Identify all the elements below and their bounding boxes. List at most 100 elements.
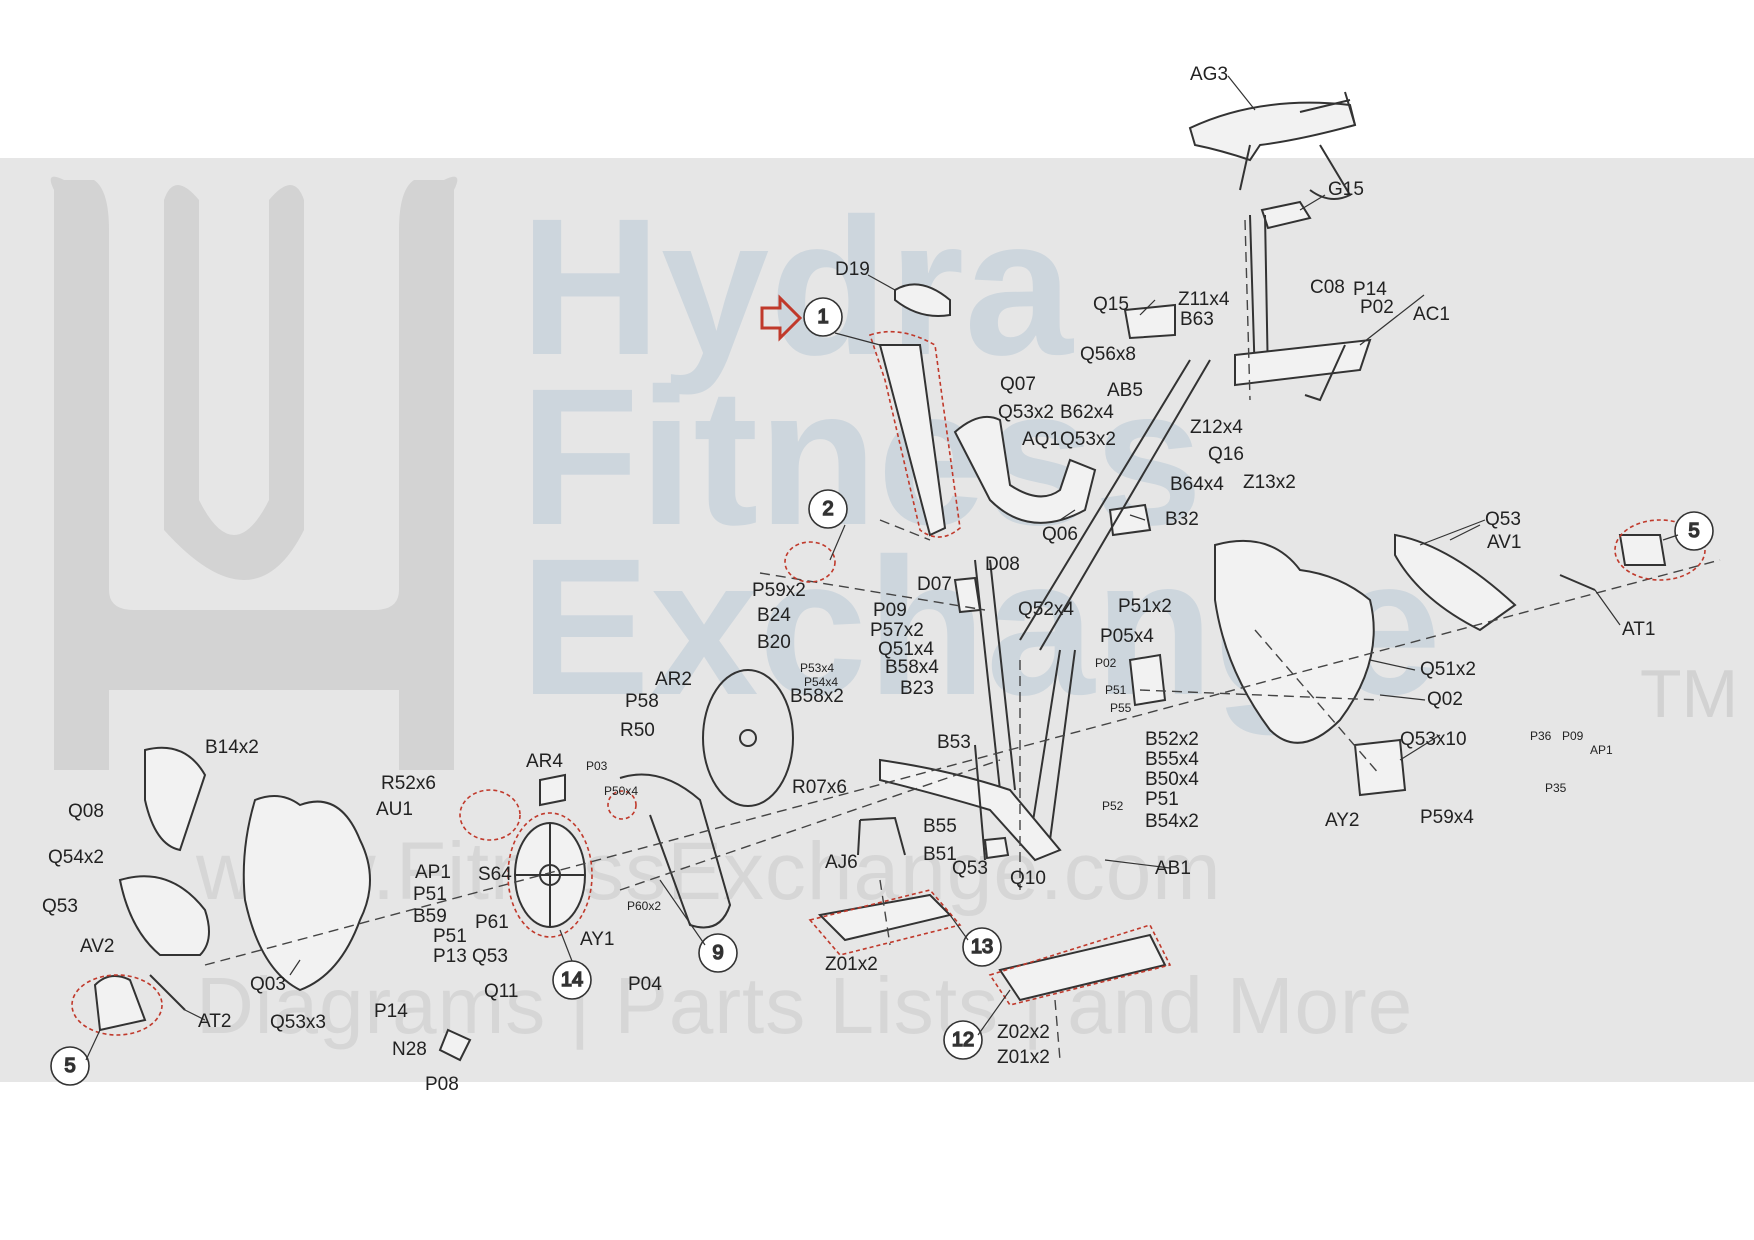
label-P59x2: P59x2	[752, 580, 806, 601]
label-Z12x4: Z12x4	[1190, 417, 1243, 438]
label-B59: B59	[413, 906, 447, 927]
label-R50: R50	[620, 720, 655, 741]
label-C08: C08	[1310, 277, 1345, 298]
label-B54x2: B54x2	[1145, 811, 1199, 832]
label-AR2: AR2	[655, 669, 692, 690]
label-Z01x2-front: Z01x2	[825, 954, 878, 975]
label-B55: B55	[923, 816, 957, 837]
label-AY1: AY1	[580, 929, 615, 950]
label-P14: P14	[1353, 279, 1387, 300]
label-Q51x4: Q51x4	[878, 639, 934, 660]
label-P09: P09	[873, 600, 907, 621]
label-Q51x2: Q51x2	[1420, 659, 1476, 680]
label-Z01x2-rear: Z01x2	[997, 1047, 1050, 1068]
callout-14: 14	[552, 960, 592, 1000]
leader-lines	[85, 75, 1679, 1061]
dashed-assembly-lines	[204, 219, 1721, 1061]
label-Q06: Q06	[1042, 524, 1078, 545]
svg-text:5: 5	[64, 1055, 75, 1077]
label-P51-lower: P51	[1145, 789, 1179, 810]
label-B20: B20	[757, 632, 791, 653]
callout-2: 2	[808, 489, 848, 529]
label-S64: S64	[478, 864, 512, 885]
label-AT2: AT2	[198, 1011, 231, 1032]
label-Q52x4: Q52x4	[1018, 599, 1074, 620]
label-AB1: AB1	[1155, 858, 1191, 879]
label-Z02x2: Z02x2	[997, 1022, 1050, 1043]
label-P03: P03	[586, 759, 608, 773]
label-N28: N28	[392, 1039, 427, 1060]
label-Q03: Q03	[250, 974, 286, 995]
label-Z13x2: Z13x2	[1243, 472, 1296, 493]
label-AC1: AC1	[1413, 304, 1450, 325]
label-Q53-bottom: Q53	[472, 946, 508, 967]
label-AP1-left: AP1	[415, 862, 451, 883]
label-B50x4: B50x4	[1145, 769, 1199, 790]
callout-5-left: 5	[50, 1046, 90, 1086]
label-AJ6: AJ6	[825, 852, 858, 873]
label-P35: P35	[1545, 781, 1567, 795]
label-P09-right: P09	[1562, 729, 1584, 743]
watermark-line-2: Fitness	[520, 348, 1203, 566]
label-P50x4: P50x4	[604, 784, 638, 798]
label-Q56x8: Q56x8	[1080, 344, 1136, 365]
svg-text:14: 14	[561, 969, 583, 991]
label-P13: P13	[433, 946, 467, 967]
label-B58x2: B58x2	[790, 686, 844, 707]
label-B53: B53	[937, 732, 971, 753]
label-AQ1: AQ1	[1022, 429, 1060, 450]
label-B23: B23	[900, 678, 934, 699]
label-B63: B63	[1180, 309, 1214, 330]
label-B14x2: B14x2	[205, 737, 259, 758]
label-AY2: AY2	[1325, 810, 1360, 831]
label-D19: D19	[835, 259, 870, 280]
label-P51-bottom: P51	[433, 926, 467, 947]
label-AV1: AV1	[1487, 532, 1522, 553]
parts-line-art	[93, 91, 1667, 1062]
svg-text:9: 9	[712, 942, 723, 964]
label-P53x4: P53x4	[800, 661, 834, 675]
label-R52x6: R52x6	[381, 773, 436, 794]
label-P02-mid: P02	[1095, 656, 1117, 670]
label-P51x2: P51x2	[1118, 596, 1172, 617]
label-B32: B32	[1165, 509, 1199, 530]
label-P57x2: P57x2	[870, 620, 924, 641]
label-P61: P61	[475, 912, 509, 933]
svg-text:2: 2	[822, 498, 833, 520]
label-P51-mid: P51	[1105, 683, 1127, 697]
label-Q15: Q15	[1093, 294, 1129, 315]
label-Q53-left: Q53	[42, 896, 78, 917]
label-AR4: AR4	[526, 751, 563, 772]
callout-circles: 1 2 5 5 9 12 13 14	[50, 297, 1714, 1086]
label-Q53-mid: Q53	[952, 858, 988, 879]
label-B55x4: B55x4	[1145, 749, 1199, 770]
label-B58x4: B58x4	[885, 657, 939, 678]
label-P59x4: P59x4	[1420, 807, 1474, 828]
label-P58: P58	[625, 691, 659, 712]
label-AT1: AT1	[1622, 619, 1655, 640]
label-AP1-right: AP1	[1590, 743, 1613, 757]
label-P51-left: P51	[413, 884, 447, 905]
label-Z11x4: Z11x4	[1178, 289, 1230, 310]
watermark-logo-icon	[50, 176, 458, 770]
svg-text:12: 12	[952, 1029, 974, 1051]
label-P08: P08	[425, 1074, 459, 1095]
label-P52: P52	[1102, 799, 1124, 813]
label-Q53x2-1: Q53x2	[998, 402, 1054, 423]
label-G15: G15	[1328, 179, 1364, 200]
label-Q53-right: Q53	[1485, 509, 1521, 530]
watermark-line-1: Hydra	[520, 178, 1073, 396]
label-Q07: Q07	[1000, 374, 1036, 395]
label-Q54x2: Q54x2	[48, 847, 104, 868]
label-D08: D08	[985, 554, 1020, 575]
label-P54x4: P54x4	[804, 675, 838, 689]
label-P14-bottom: P14	[374, 1001, 408, 1022]
callout-13: 13	[962, 927, 1002, 967]
svg-text:1: 1	[817, 306, 828, 328]
callout-12: 12	[943, 1020, 983, 1060]
part-labels: AG3 G15 D19 Z11x4 C08 P14 P02 Q15 B63 AC…	[42, 64, 1655, 1095]
red-highlight-outlines	[71, 330, 1706, 1036]
label-AG3: AG3	[1190, 64, 1228, 85]
label-B62x4: B62x4	[1060, 402, 1114, 423]
